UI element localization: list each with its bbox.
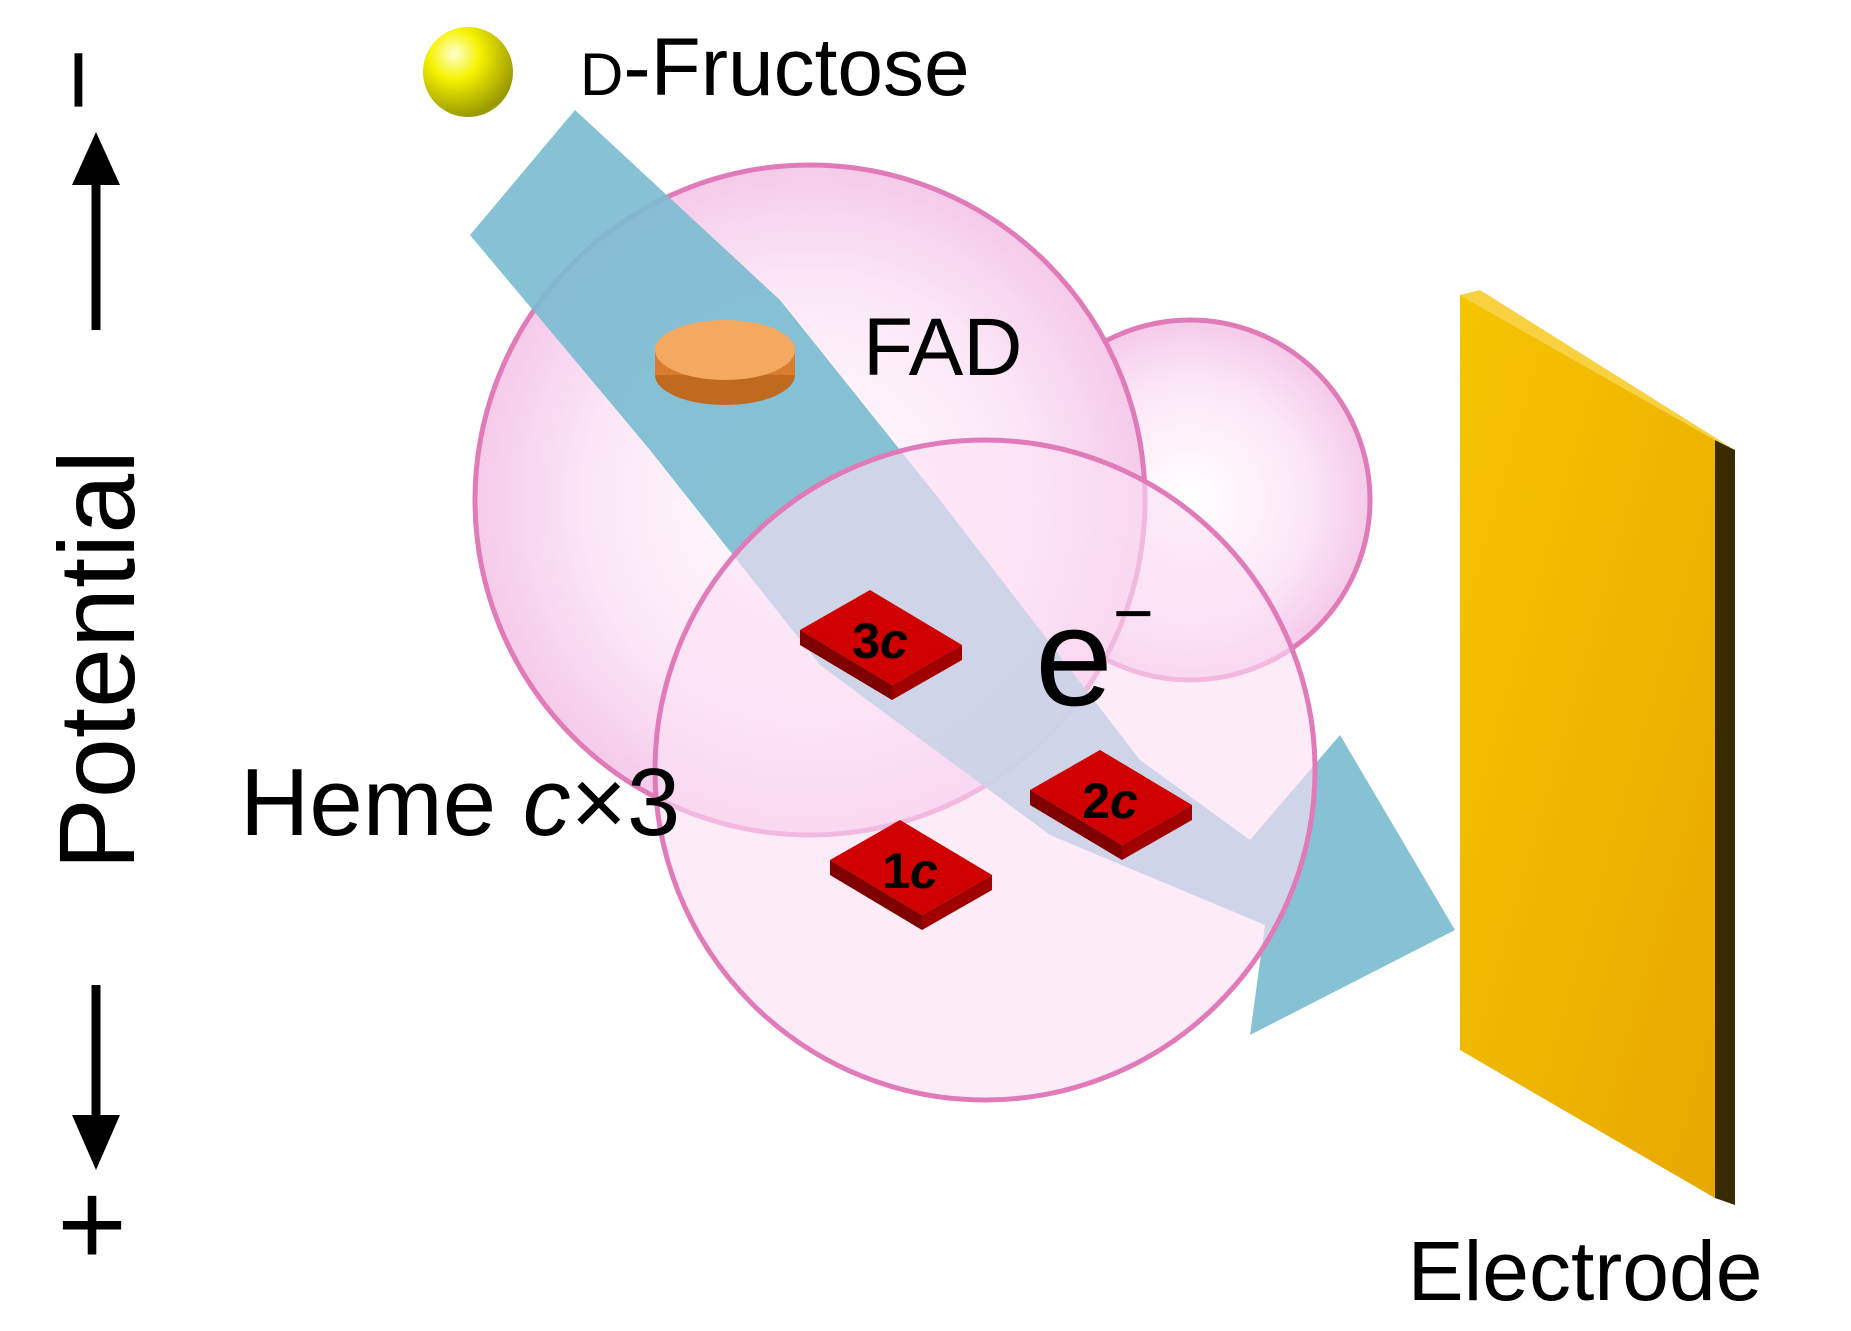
potential-minus-sign: − [16, 48, 139, 112]
heme-1c-label: 1c [882, 843, 938, 899]
electrode-label: Electrode [1408, 1224, 1763, 1318]
potential-down-arrowhead [72, 1115, 120, 1170]
potential-plus-sign: + [57, 1157, 127, 1291]
heme-1c: 1c [830, 820, 992, 930]
potential-axis: − Potential + [16, 48, 157, 1291]
potential-axis-label: Potential [36, 450, 157, 870]
heme-3c: 3c [800, 590, 962, 700]
electron-label: e− [1035, 574, 1154, 735]
fad-cofactor-icon [655, 320, 795, 405]
heme-2c-label: 2c [1082, 773, 1138, 829]
heme-2c: 2c [1030, 750, 1192, 860]
heme-domain-sphere [652, 437, 1318, 1103]
electrode-icon [1460, 290, 1735, 1205]
heme-count-label: Heme c×3 [240, 749, 680, 856]
heme-3c-label: 3c [852, 613, 908, 669]
fructose-molecule-icon [423, 27, 513, 117]
fructose-label: D-Fructose [580, 22, 970, 113]
fad-label: FAD [863, 302, 1022, 393]
potential-up-arrowhead [72, 132, 120, 185]
